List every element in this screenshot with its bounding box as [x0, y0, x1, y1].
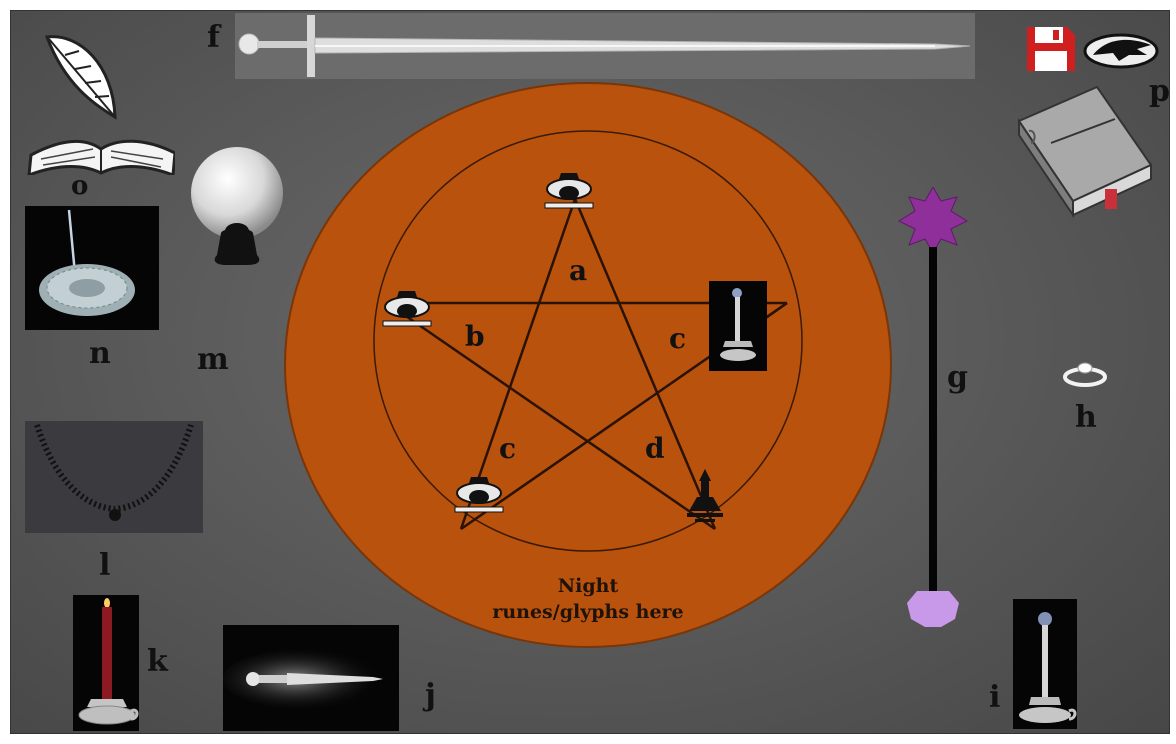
necklace-item[interactable] — [25, 421, 203, 533]
ring-icon — [1061, 361, 1109, 389]
save-button[interactable] — [1025, 25, 1077, 73]
label-k: k — [147, 647, 168, 677]
label-g: g — [947, 363, 968, 393]
quill-book-icon — [25, 25, 175, 175]
cauldron-icon — [541, 169, 597, 215]
label-l: l — [99, 551, 110, 581]
candle-icon — [709, 281, 767, 371]
dragon-button[interactable] — [1081, 25, 1163, 73]
label-h: h — [1075, 403, 1097, 433]
label-i: i — [989, 683, 1000, 713]
pentagram-label-c-left: c — [499, 435, 516, 463]
position-c-left-token[interactable] — [451, 473, 507, 519]
red-candle-icon — [73, 595, 139, 731]
wand-icon — [897, 187, 971, 627]
white-candle-icon — [1013, 599, 1077, 729]
sword-icon — [235, 13, 975, 79]
altar-text-line2: runes/glyphs here — [283, 601, 893, 623]
spellbook-icon — [1011, 83, 1155, 221]
white-candle-item[interactable] — [1013, 599, 1077, 729]
spellbook-item[interactable] — [1011, 83, 1155, 221]
wand-item[interactable] — [897, 187, 971, 627]
label-m: m — [197, 345, 229, 375]
pentagram-label-a: a — [569, 257, 587, 285]
necklace-icon — [25, 421, 203, 533]
pentagram-diagram — [283, 81, 893, 649]
altar-board: f o — [10, 10, 1170, 734]
quill-book-item[interactable] — [25, 25, 175, 175]
pentagram-label-b: b — [465, 323, 485, 351]
crystal-ball-item[interactable] — [187, 143, 287, 269]
position-b-token[interactable] — [379, 287, 435, 333]
ring-item[interactable] — [1061, 361, 1109, 389]
label-o: o — [71, 173, 88, 199]
cauldron-icon — [379, 287, 435, 333]
label-j: j — [425, 681, 436, 711]
sword-item[interactable] — [235, 13, 975, 79]
position-c-right-token[interactable] — [709, 281, 767, 371]
label-p: p — [1149, 77, 1170, 107]
altar-circle[interactable]: a b c c d Night runes/glyphs here — [283, 81, 893, 649]
floppy-disk-icon — [1025, 25, 1077, 73]
position-a-token[interactable] — [541, 169, 597, 215]
crystal-ball-icon — [187, 143, 287, 269]
incense-icon — [25, 206, 159, 330]
cauldron-icon — [451, 473, 507, 519]
label-n: n — [89, 339, 111, 369]
pentagram-label-c-right: c — [669, 325, 686, 353]
altar-text-line1: Night — [283, 575, 893, 597]
altar-stand-icon — [685, 467, 725, 525]
red-candle-item[interactable] — [73, 595, 139, 731]
position-d-token[interactable] — [685, 467, 725, 525]
dragon-icon — [1081, 25, 1163, 73]
incense-item[interactable] — [25, 206, 159, 330]
pentagram-label-d: d — [645, 435, 665, 463]
label-f: f — [207, 23, 220, 53]
